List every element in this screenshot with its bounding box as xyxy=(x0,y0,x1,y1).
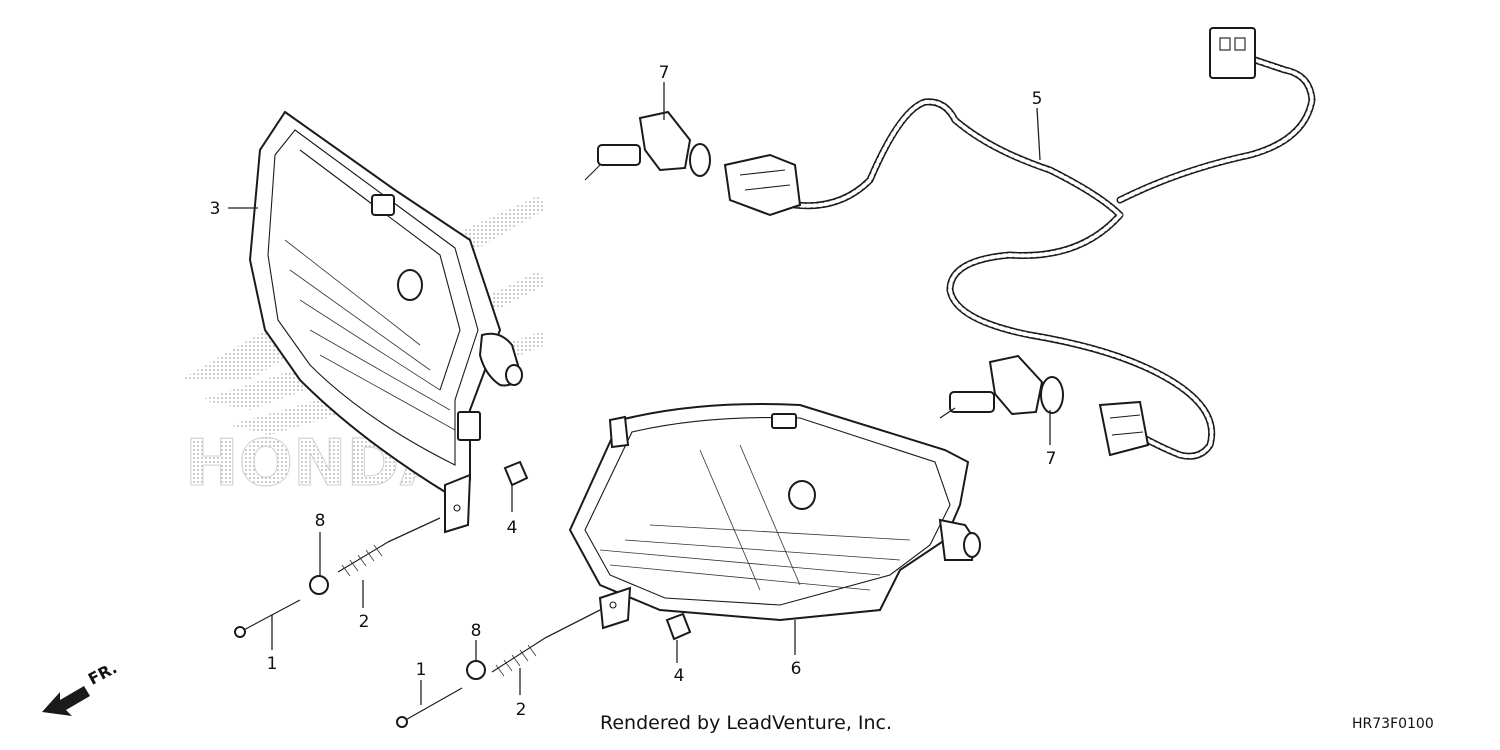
diagram-code: HR73F0100 xyxy=(1352,716,1434,732)
screw-upper xyxy=(234,599,301,638)
callout-5-wire-harness: 5 xyxy=(1032,89,1043,109)
callout-6-headlight-right: 6 xyxy=(791,659,802,679)
callout-7-bulb-lower: 7 xyxy=(1046,449,1057,469)
callout-8-washer-lower: 8 xyxy=(471,621,482,641)
washer-lower xyxy=(466,660,486,680)
callout-4-nut-upper: 4 xyxy=(507,518,518,538)
spring-lower xyxy=(491,637,546,677)
spring-upper xyxy=(337,541,389,577)
washer-upper xyxy=(309,575,329,595)
callout-8-washer-upper: 8 xyxy=(315,511,326,531)
callout-3-headlight-left: 3 xyxy=(210,199,221,219)
bulb-upper xyxy=(584,110,711,181)
callout-2-spring-lower: 2 xyxy=(516,700,527,720)
front-direction-arrow-icon xyxy=(42,686,90,716)
callout-1-screw-lower: 1 xyxy=(416,660,427,680)
bulb-lower xyxy=(939,354,1064,419)
headlight-left xyxy=(248,110,523,534)
headlight-right xyxy=(568,403,981,630)
screw-lower xyxy=(396,687,463,728)
clip-nut-lower xyxy=(665,612,692,641)
callout-2-spring-upper: 2 xyxy=(359,612,370,632)
wire-harness xyxy=(723,27,1316,460)
callout-1-screw-upper: 1 xyxy=(267,654,278,674)
callout-7-bulb-upper: 7 xyxy=(659,63,670,83)
leader-lines xyxy=(228,82,1051,705)
callout-4-nut-lower: 4 xyxy=(674,666,685,686)
clip-nut-upper xyxy=(503,460,529,487)
render-credit: Rendered by LeadVenture, Inc. xyxy=(600,712,893,734)
